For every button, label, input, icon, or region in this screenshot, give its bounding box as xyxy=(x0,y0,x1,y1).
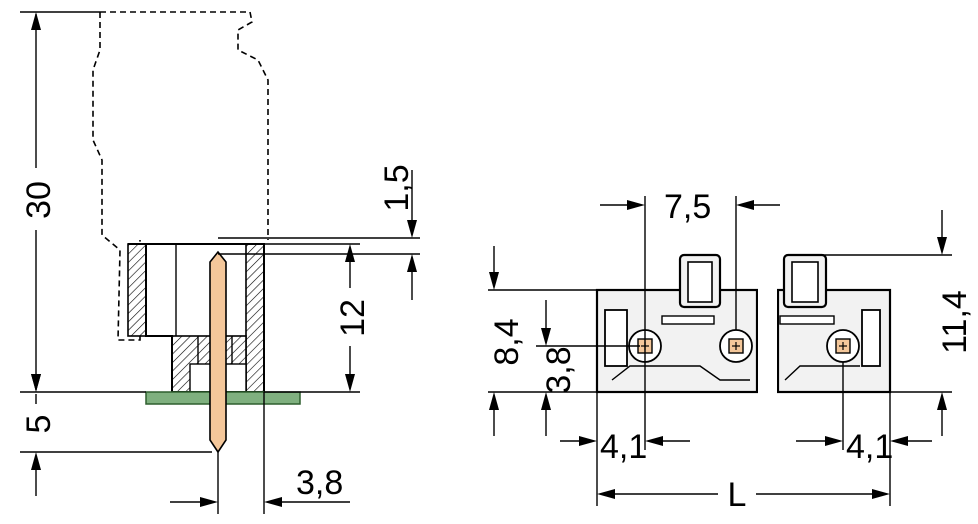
coding-slot xyxy=(604,309,628,367)
side-view: 30 5 1,5 12 3,8 xyxy=(20,11,420,514)
dim-pin-below-pcb: 5 xyxy=(20,415,58,434)
front-view: 7,5 8,4 3,8 11,4 4,1 xyxy=(488,188,974,514)
break-gap xyxy=(758,286,777,396)
dim-pin-center-height: 3,8 xyxy=(540,346,578,393)
coding-slot-right xyxy=(861,309,881,367)
dim-offset-top: 1,5 xyxy=(378,164,416,211)
header-left-wall xyxy=(127,243,147,337)
mating-plug-outline xyxy=(92,11,269,341)
dim-front-height: 8,4 xyxy=(488,318,526,365)
dim-body-height: 12 xyxy=(334,299,372,337)
contact-pin xyxy=(209,250,227,454)
dim-left-pin-edge: 4,1 xyxy=(600,428,647,466)
dim-right-pin-edge: 4,1 xyxy=(846,428,893,466)
pin-position-3 xyxy=(826,329,860,363)
dim-length: L xyxy=(728,476,747,514)
dim-overall-height: 11,4 xyxy=(936,290,974,354)
dim-pin-offset: 3,8 xyxy=(296,464,343,502)
pin-position-2 xyxy=(719,329,753,363)
header-right-wall xyxy=(245,243,265,393)
dim-pitch: 7,5 xyxy=(664,188,711,226)
dim-height-total: 30 xyxy=(20,181,58,219)
